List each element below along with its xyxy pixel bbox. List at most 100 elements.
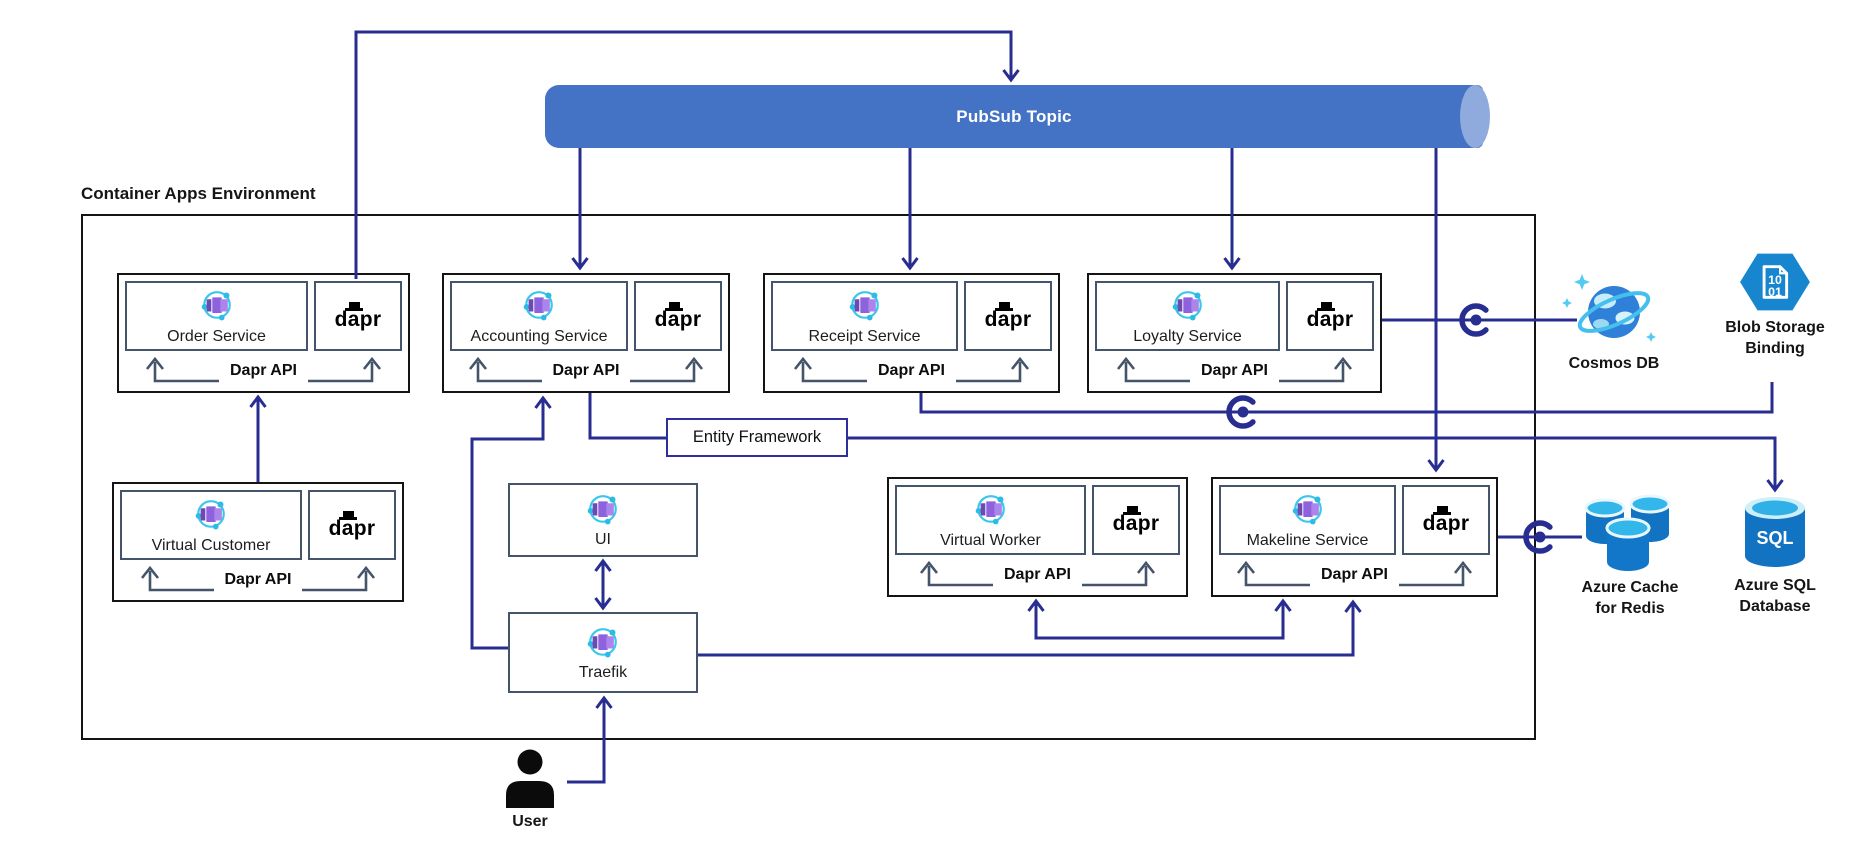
user-label: User bbox=[512, 813, 548, 830]
svg-text:01: 01 bbox=[1768, 285, 1782, 299]
svg-text:SQL: SQL bbox=[1756, 528, 1793, 548]
container-icon bbox=[523, 290, 553, 320]
dapr-api-arrow-left-icon bbox=[1116, 356, 1190, 383]
service-container-box: Makeline Service bbox=[1219, 485, 1396, 555]
pubsub-topic-label: PubSub Topic bbox=[956, 106, 1072, 126]
dapr-api-row: Dapr API bbox=[1219, 557, 1490, 593]
redis-icon bbox=[1584, 494, 1671, 571]
dapr-api-arrow-right-icon bbox=[955, 356, 1029, 383]
app-traefik: Traefik bbox=[508, 612, 698, 693]
dapr-api-arrow-left-icon bbox=[140, 565, 214, 592]
cosmos-db-label: Cosmos DB bbox=[1568, 355, 1660, 372]
dapr-logo: dapr bbox=[1307, 302, 1354, 330]
service-name-label: Virtual Worker bbox=[940, 531, 1041, 549]
container-icon bbox=[849, 290, 879, 320]
dapr-api-arrow-left-icon bbox=[145, 356, 219, 383]
container-app-icon bbox=[974, 491, 1008, 530]
external-sql-database: SQL Azure SQL Database bbox=[1713, 494, 1837, 618]
service-order-service: Order Service dapr Dapr API bbox=[117, 273, 410, 393]
user-icon bbox=[506, 749, 554, 808]
service-name-label: Accounting Service bbox=[470, 327, 608, 345]
service-container-box: Virtual Worker bbox=[895, 485, 1086, 555]
app-name-label: UI bbox=[595, 531, 611, 548]
dapr-api-row: Dapr API bbox=[120, 562, 396, 598]
dapr-api-row: Dapr API bbox=[450, 353, 722, 389]
dapr-api-arrow-right-icon bbox=[1398, 560, 1472, 587]
service-name-label: Virtual Customer bbox=[151, 536, 271, 554]
dapr-api-arrow-left-icon bbox=[1236, 560, 1310, 587]
dapr-api-arrow-right-icon bbox=[1081, 560, 1155, 587]
dapr-api-label: Dapr API bbox=[230, 362, 297, 379]
external-redis: Azure Cache for Redis bbox=[1574, 490, 1686, 620]
container-app-icon bbox=[522, 287, 556, 326]
sql-database-label: Azure SQL Database bbox=[1734, 577, 1816, 615]
environment-label: Container Apps Environment bbox=[81, 184, 316, 203]
service-accounting-service: Accounting Service dapr Dapr API bbox=[442, 273, 730, 393]
service-receipt-service: Receipt Service dapr Dapr API bbox=[763, 273, 1060, 393]
blob-storage-icon: 10 01 bbox=[1740, 253, 1810, 311]
container-app-icon bbox=[1291, 491, 1325, 530]
cylinder-end-cap bbox=[1460, 85, 1490, 148]
dapr-api-arrow-left-icon bbox=[919, 560, 993, 587]
dapr-logo: dapr bbox=[1113, 506, 1160, 534]
container-icon bbox=[1292, 494, 1322, 524]
user-actor: User bbox=[495, 748, 565, 831]
service-virtual-customer: Virtual Customer dapr Dapr API bbox=[112, 482, 404, 602]
container-app-icon bbox=[1171, 287, 1205, 326]
dapr-sidecar-box: dapr bbox=[1402, 485, 1490, 555]
container-app-icon bbox=[194, 496, 228, 535]
dapr-api-label: Dapr API bbox=[878, 362, 945, 379]
sql-database-icon: SQL bbox=[1745, 497, 1805, 567]
app-name-label: Traefik bbox=[578, 663, 628, 681]
service-container-box: Order Service bbox=[125, 281, 308, 351]
dapr-sidecar-box: dapr bbox=[314, 281, 402, 351]
dapr-api-label: Dapr API bbox=[224, 571, 292, 588]
container-app-icon bbox=[848, 287, 882, 326]
service-name-label: Loyalty Service bbox=[1133, 327, 1242, 345]
dapr-logo: dapr bbox=[335, 302, 382, 330]
dapr-logo: dapr bbox=[329, 511, 376, 539]
external-cosmos-db: Cosmos DB bbox=[1554, 272, 1674, 375]
dapr-api-label: Dapr API bbox=[1201, 362, 1268, 379]
dapr-api-row: Dapr API bbox=[771, 353, 1052, 389]
blob-storage-label: Blob Storage Binding bbox=[1725, 319, 1825, 357]
container-app-icon bbox=[586, 491, 620, 530]
dapr-api-arrow-right-icon bbox=[630, 356, 704, 383]
dapr-sidecar-box: dapr bbox=[308, 490, 396, 560]
dapr-sidecar-box: dapr bbox=[1092, 485, 1180, 555]
dapr-api-arrow-right-icon bbox=[302, 565, 376, 592]
redis-label: Azure Cache for Redis bbox=[1581, 579, 1679, 617]
service-loyalty-service: Loyalty Service dapr Dapr API bbox=[1087, 273, 1382, 393]
dapr-api-row: Dapr API bbox=[1095, 353, 1374, 389]
service-container-box: Virtual Customer bbox=[120, 490, 302, 560]
dapr-api-label: Dapr API bbox=[552, 362, 620, 379]
service-virtual-worker: Virtual Worker dapr Dapr API bbox=[887, 477, 1188, 597]
external-blob-storage: 10 01 Blob Storage Binding bbox=[1710, 250, 1840, 360]
cosmos-db-icon bbox=[1562, 274, 1656, 342]
dapr-api-arrow-right-icon bbox=[1278, 356, 1352, 383]
dapr-sidecar-box: dapr bbox=[634, 281, 722, 351]
dapr-api-row: Dapr API bbox=[895, 557, 1180, 593]
svg-text:10: 10 bbox=[1768, 273, 1782, 287]
container-app-icon bbox=[586, 624, 620, 663]
container-icon bbox=[201, 290, 231, 320]
container-icon bbox=[1172, 290, 1202, 320]
dapr-api-arrow-left-icon bbox=[793, 356, 867, 383]
container-app-icon bbox=[200, 287, 234, 326]
service-name-label: Receipt Service bbox=[808, 327, 921, 345]
dapr-sidecar-box: dapr bbox=[964, 281, 1052, 351]
service-container-box: Loyalty Service bbox=[1095, 281, 1280, 351]
service-container-box: Receipt Service bbox=[771, 281, 958, 351]
app-ui: UI bbox=[508, 483, 698, 557]
service-makeline-service: Makeline Service dapr Dapr API bbox=[1211, 477, 1498, 597]
service-container-box: Accounting Service bbox=[450, 281, 628, 351]
dapr-api-arrow-left-icon bbox=[468, 356, 542, 383]
container-icon bbox=[975, 494, 1005, 524]
service-name-label: Makeline Service bbox=[1246, 531, 1369, 549]
dapr-api-row: Dapr API bbox=[125, 353, 402, 389]
dapr-logo: dapr bbox=[985, 302, 1032, 330]
dapr-api-label: Dapr API bbox=[1321, 566, 1388, 583]
dapr-api-label: Dapr API bbox=[1004, 566, 1071, 583]
entity-framework-label: Entity Framework bbox=[666, 418, 848, 457]
